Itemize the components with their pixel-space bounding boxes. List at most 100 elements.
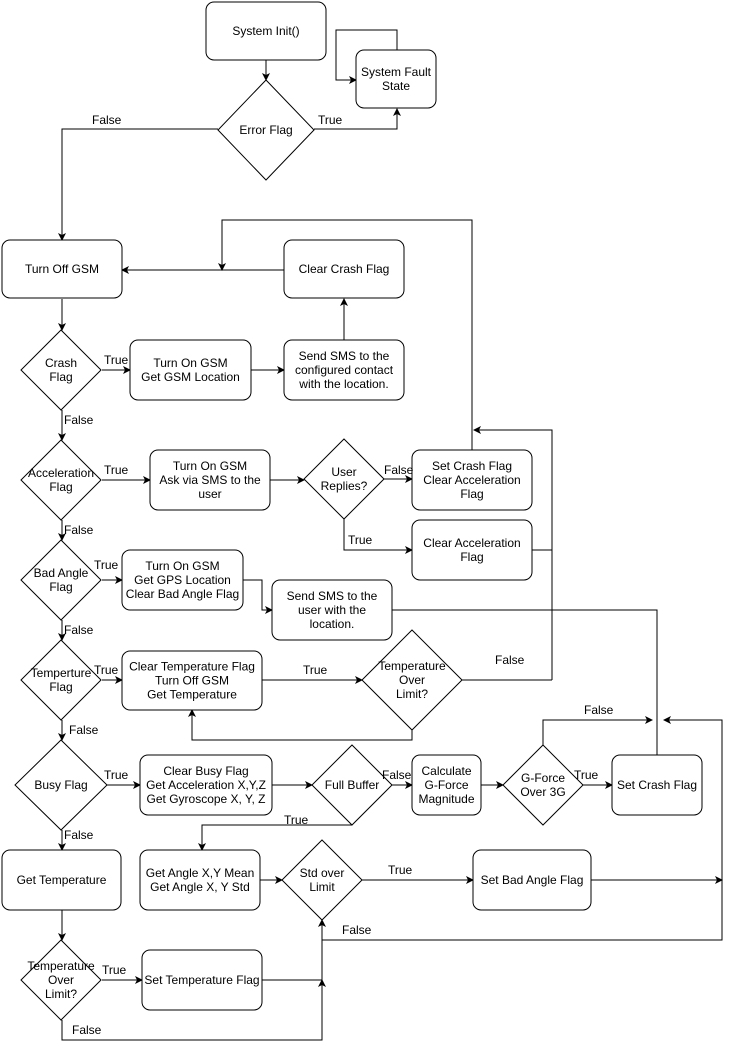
node-label-line: Bad Angle [34, 566, 89, 580]
node-clear-crash-flag: Clear Crash Flag [283, 239, 405, 299]
edge-label-crash-true: True [104, 353, 129, 367]
edge-label-temp-true: True [94, 663, 119, 677]
edge-label-std-true: True [388, 863, 413, 877]
decision-diamond [14, 739, 108, 831]
node-label-line: Turn Off GSM [25, 262, 99, 276]
flowchart-edges [58, 29, 723, 1041]
node-label-line: Flag [460, 487, 483, 501]
edge-label-std-false: False [342, 923, 372, 937]
connector-edge [61, 979, 326, 1041]
node-label-line: Set Temperature Flag [144, 973, 259, 987]
process-box [149, 449, 271, 511]
node-label-line: State [382, 79, 410, 93]
edge-label-error-false: False [92, 113, 122, 127]
node-label-line: Crash [45, 356, 77, 370]
node-label-line: Flag [49, 680, 72, 694]
node-label-line: Clear Crash Flag [299, 262, 390, 276]
connector-edge [314, 108, 401, 130]
node-label-line: System Fault [361, 65, 432, 79]
node-label-line: Send SMS to the [299, 349, 390, 363]
node-label-line: Clear Bad Angle Flag [126, 587, 239, 601]
node-label-line: Temperature [378, 659, 446, 673]
node-label-line: Busy Flag [34, 778, 87, 792]
process-box [271, 579, 393, 641]
node-label-line: Get Angle X, Y Std [150, 880, 250, 894]
connector-edge [218, 219, 473, 450]
edge-label-replies-true: True [348, 533, 373, 547]
edge-label-templimit2-true: True [102, 963, 127, 977]
process-box [411, 449, 533, 511]
connector-edge [335, 29, 398, 84]
node-label-line: Set Bad Angle Flag [481, 873, 584, 887]
connector-edge [542, 716, 653, 745]
process-box [139, 754, 273, 816]
edge-label-accel-true: True [104, 463, 129, 477]
decision-diamond [361, 629, 463, 731]
process-box [411, 519, 533, 581]
edge-label-templimit1-false: False [69, 723, 99, 737]
node-label-line: Turn Off GSM [155, 674, 229, 688]
connector-edge [343, 519, 413, 554]
edge-label-badangle-true: True [94, 558, 119, 572]
node-label-line: Turn On GSM [153, 356, 227, 370]
node-label-line: Flag [460, 550, 483, 564]
node-label-line: Flag [49, 480, 72, 494]
node-error-flag: Error Flag [217, 79, 315, 181]
node-label-line: G-Force [424, 778, 468, 792]
edge-label-busy-true: True [104, 768, 129, 782]
edge-label-buffer-false: False [382, 768, 412, 782]
node-label-line: Temperature [27, 959, 95, 973]
node-busy-flag: Busy Flag [14, 739, 108, 831]
connector-edge [243, 579, 273, 614]
connector-edge [473, 426, 553, 680]
node-label-line: Limit? [396, 687, 428, 701]
node-label-line: Flag [49, 580, 72, 594]
node-get-temperature: Get Temperature [1, 849, 122, 911]
node-label-line: User [331, 465, 356, 479]
decision-diamond [20, 439, 102, 521]
node-label-line: Turn On GSM [145, 559, 219, 573]
edge-label-templimit2-false: False [72, 1023, 102, 1037]
process-box [1, 239, 123, 299]
node-label-line: Acceleration [28, 466, 94, 480]
process-box [121, 549, 244, 611]
connector-edge [198, 824, 352, 851]
node-label-line: Std over [300, 866, 345, 880]
connector-edge [58, 128, 218, 241]
decision-diamond [217, 79, 315, 181]
decision-diamond [281, 839, 363, 921]
connector-edge [551, 600, 658, 755]
node-label-line: Ask via SMS to the [159, 473, 261, 487]
node-label-line: Get GSM Location [141, 370, 240, 384]
node-label-line: Clear Acceleration [423, 473, 520, 487]
node-set-temp-flag: Set Temperature Flag [141, 949, 263, 1011]
node-label-line: configured contact [295, 363, 394, 377]
node-label-line: Get Acceleration X,Y,Z [146, 778, 266, 792]
node-label-line: Get Gyroscope X, Y, Z [147, 792, 266, 806]
node-label-line: with the location. [298, 377, 388, 391]
node-label-line: System Init() [232, 24, 299, 38]
decision-diamond [20, 939, 102, 1021]
decision-diamond [20, 329, 102, 411]
node-label-line: Temperture [31, 666, 92, 680]
node-label-line: Over [48, 973, 74, 987]
edge-label-error-true: True [318, 113, 343, 127]
node-full-buffer: Full Buffer [311, 744, 393, 826]
process-box [355, 49, 437, 109]
edge-label-gforce-true: True [574, 768, 599, 782]
process-box [611, 754, 703, 816]
decision-diamond [303, 438, 385, 520]
process-box [283, 339, 405, 401]
